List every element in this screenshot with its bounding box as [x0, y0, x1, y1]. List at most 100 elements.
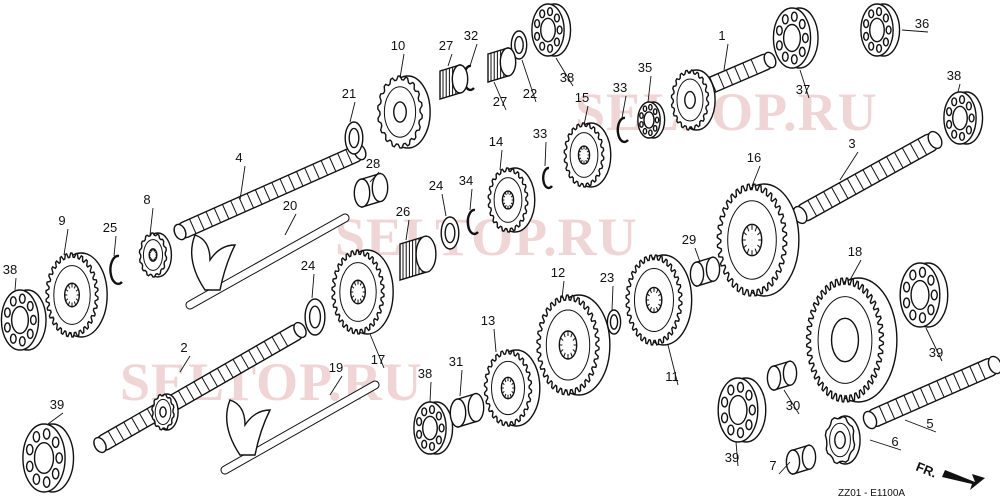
part-callout-17: 17 [369, 333, 385, 369]
washer-24-lower [304, 298, 326, 336]
front-arrow-icon [942, 470, 985, 490]
part-callout-25: 25 [103, 220, 117, 257]
part-number-label: 24 [301, 258, 315, 273]
part-callout-39: 39 [725, 441, 739, 467]
gear-shaft-2-integral [151, 393, 179, 431]
part-number-label: 12 [551, 265, 565, 280]
part-callout-5: 5 [904, 416, 937, 433]
part-number-label: 26 [396, 204, 410, 219]
part-callout-22: 22 [521, 59, 537, 103]
part-number-label: 38 [418, 366, 432, 381]
circlip-25 [109, 254, 123, 286]
part-number-label: 25 [103, 220, 117, 235]
part-callout-21: 21 [342, 86, 356, 123]
part-number-label: 24 [429, 178, 443, 193]
part-number-label: 16 [747, 150, 761, 165]
part-callout-30: 30 [783, 389, 800, 415]
part-number-label: 33 [533, 126, 547, 141]
watermark-text: SELTOP.RU [335, 207, 638, 267]
part-callout-3: 3 [839, 136, 859, 181]
part-number-label: 8 [143, 192, 150, 207]
washer-24-upper [440, 216, 460, 250]
gear-9 [45, 252, 108, 338]
part-number-label: 10 [391, 38, 405, 53]
part-callout-28: 28 [366, 156, 380, 183]
part-number-label: 18 [848, 244, 862, 259]
part-number-label: 9 [58, 213, 65, 228]
part-callout-1: 1 [718, 28, 729, 71]
shaft-layer [93, 51, 1000, 475]
part-number-label: 20 [283, 198, 297, 213]
circlip-33-upper [616, 116, 629, 144]
part-callout-20: 20 [283, 198, 297, 236]
part-number-label: 21 [342, 86, 356, 101]
part-number-label: 32 [464, 28, 478, 43]
part-callout-38: 38 [555, 57, 574, 87]
part-number-label: 2 [180, 340, 187, 355]
part-number-label: 29 [682, 232, 696, 247]
part-callout-32: 32 [464, 28, 478, 67]
bearing-38-left [0, 289, 47, 351]
part-callout-38: 38 [947, 68, 961, 93]
gear-17 [331, 249, 394, 335]
shift-fork-rod-20 [185, 213, 350, 310]
part-callout-26: 26 [396, 204, 410, 241]
gear-12 [536, 294, 611, 396]
part-number-label: 19 [329, 360, 343, 375]
part-number-label: 38 [3, 262, 17, 277]
part-number-label: 15 [575, 90, 589, 105]
part-callout-10: 10 [391, 38, 405, 79]
part-callout-8: 8 [143, 192, 154, 236]
part-callout-24: 24 [429, 178, 447, 217]
part-number-label: 38 [947, 68, 961, 83]
part-number-label: 1 [718, 28, 725, 43]
part-number-label: 6 [891, 434, 898, 449]
bushing-28 [353, 172, 389, 208]
part-callout-11: 11 [665, 344, 679, 386]
sprocket-6 [824, 415, 861, 465]
part-number-label: 11 [665, 369, 679, 384]
gear-10 [377, 75, 431, 149]
part-callout-39: 39 [925, 327, 943, 362]
washer-22 [510, 30, 528, 60]
part-callout-38: 38 [418, 366, 432, 403]
needle-bearing-27-left [439, 64, 469, 100]
part-callout-18: 18 [848, 244, 862, 281]
part-number-label: 14 [489, 134, 503, 149]
bearing-36 [860, 3, 901, 57]
part-number-label: 23 [600, 270, 614, 285]
diagram-code: ZZ01 - E1100A [838, 488, 905, 499]
part-number-label: 5 [926, 416, 933, 431]
part-callout-7: 7 [769, 458, 791, 475]
watermark-text: SELTOP.RU [575, 82, 878, 142]
part-callout-39: 39 [47, 397, 64, 425]
part-number-label: 3 [848, 136, 855, 151]
bearing-35 [637, 101, 666, 139]
needle-bearing-27-right [487, 47, 517, 83]
bushing-31 [449, 392, 485, 428]
bearing-37 [772, 7, 819, 69]
washer-21 [344, 121, 364, 155]
part-number-label: 31 [449, 354, 463, 369]
gear-8 [138, 232, 173, 278]
gear-15 [563, 122, 612, 188]
circlip-34 [466, 208, 479, 236]
part-number-label: 22 [523, 86, 537, 101]
bearing-38-bottom [413, 401, 454, 455]
part-callout-33: 33 [613, 80, 627, 119]
part-number-label: 27 [439, 38, 453, 53]
front-direction-indicator: FR. [914, 459, 985, 490]
circlip-33-lower [542, 166, 553, 190]
bushing-30 [766, 360, 798, 391]
part-number-label: 37 [796, 82, 810, 97]
part-callout-12: 12 [551, 265, 565, 299]
part-callout-19: 19 [329, 360, 343, 396]
part-number-label: 4 [235, 150, 242, 165]
part-callout-24: 24 [301, 258, 315, 299]
part-number-label: 36 [915, 16, 929, 31]
part-number-label: 39 [929, 345, 943, 360]
gear-14 [487, 167, 536, 233]
part-callout-6: 6 [869, 434, 902, 451]
